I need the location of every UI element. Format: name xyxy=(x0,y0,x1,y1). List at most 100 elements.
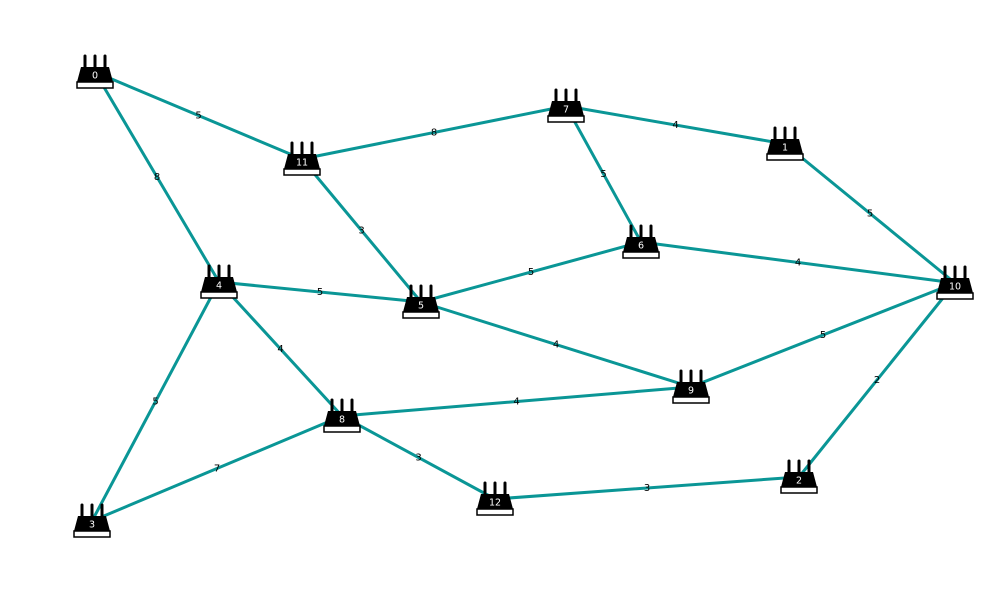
router-base xyxy=(323,425,361,433)
router-body xyxy=(781,472,817,487)
router-base xyxy=(283,168,321,176)
edge-weight-label: 5 xyxy=(600,169,606,180)
edge-4-8 xyxy=(217,280,344,418)
router-node-11: 11 xyxy=(283,141,321,176)
edge-weight-label: 8 xyxy=(154,172,160,183)
edge-weight-label: 4 xyxy=(795,258,801,269)
router-icon xyxy=(780,459,818,494)
edge-8-3 xyxy=(90,414,344,523)
edge-weight-label: 4 xyxy=(277,344,283,355)
router-icon xyxy=(402,284,440,319)
edge-weight-label: 8 xyxy=(431,128,437,139)
router-base xyxy=(402,311,440,319)
router-icon xyxy=(73,503,111,538)
edge-4-3 xyxy=(90,280,221,523)
router-node-1: 1 xyxy=(766,126,804,161)
router-body xyxy=(284,154,320,169)
router-body xyxy=(673,382,709,397)
router-base xyxy=(476,508,514,516)
edge-1-10 xyxy=(783,142,957,285)
router-base xyxy=(672,396,710,404)
edge-7-6 xyxy=(564,104,643,244)
router-base xyxy=(73,530,111,538)
router-node-10: 10 xyxy=(936,265,974,300)
router-node-label: 1 xyxy=(782,143,788,154)
edge-weight-label: 2 xyxy=(874,375,880,386)
router-icon xyxy=(323,398,361,433)
router-body xyxy=(74,516,110,531)
router-body xyxy=(623,237,659,252)
router-icon xyxy=(766,126,804,161)
edge-12-2 xyxy=(493,475,801,501)
edges-layer xyxy=(90,70,957,523)
edge-weight-label: 5 xyxy=(152,397,158,408)
router-node-label: 9 xyxy=(688,386,694,397)
router-node-label: 5 xyxy=(418,301,424,312)
router-base xyxy=(547,115,585,123)
router-body xyxy=(767,139,803,154)
router-body xyxy=(477,494,513,509)
router-node-3: 3 xyxy=(73,503,111,538)
edge-11-7 xyxy=(300,104,568,161)
edge-10-9 xyxy=(689,281,957,389)
router-base xyxy=(780,486,818,494)
router-icon xyxy=(76,54,114,89)
edge-4-5 xyxy=(217,280,423,304)
router-node-label: 6 xyxy=(638,241,644,252)
edge-weight-label: 3 xyxy=(358,226,364,237)
router-icon xyxy=(200,264,238,299)
edge-8-12 xyxy=(340,414,497,501)
router-node-2: 2 xyxy=(780,459,818,494)
router-body xyxy=(937,278,973,293)
edge-weight-label: 5 xyxy=(317,287,323,298)
edge-6-10 xyxy=(639,240,957,285)
router-body xyxy=(77,67,113,82)
router-node-7: 7 xyxy=(547,88,585,123)
edge-weight-label: 4 xyxy=(553,340,559,351)
router-node-label: 2 xyxy=(796,476,802,487)
edge-10-2 xyxy=(797,281,957,479)
router-node-9: 9 xyxy=(672,369,710,404)
edge-0-4 xyxy=(93,70,221,284)
router-body xyxy=(324,411,360,426)
router-node-4: 4 xyxy=(200,264,238,299)
edge-weight-label: 4 xyxy=(672,120,678,131)
router-icon xyxy=(672,369,710,404)
router-node-label: 12 xyxy=(489,498,501,509)
router-base xyxy=(76,81,114,89)
router-node-label: 0 xyxy=(92,71,98,82)
router-node-label: 11 xyxy=(296,158,308,169)
router-base xyxy=(936,292,974,300)
router-node-label: 7 xyxy=(563,105,569,116)
router-node-label: 8 xyxy=(339,415,345,426)
edge-weight-label: 5 xyxy=(867,209,873,220)
edge-weight-label: 5 xyxy=(195,111,201,122)
router-icon xyxy=(476,481,514,516)
router-icon xyxy=(622,224,660,259)
edge-weight-label: 5 xyxy=(820,330,826,341)
router-base xyxy=(766,153,804,161)
edge-0-11 xyxy=(93,70,304,161)
router-icon xyxy=(936,265,974,300)
router-node-8: 8 xyxy=(323,398,361,433)
router-node-0: 0 xyxy=(76,54,114,89)
router-node-5: 5 xyxy=(402,284,440,319)
edge-5-9 xyxy=(419,300,693,389)
router-base xyxy=(622,251,660,259)
router-body xyxy=(548,101,584,116)
router-body xyxy=(403,297,439,312)
edge-11-5 xyxy=(300,157,423,304)
router-icon xyxy=(547,88,585,123)
router-node-label: 4 xyxy=(216,281,222,292)
edge-6-5 xyxy=(419,240,643,304)
edge-8-9 xyxy=(340,385,693,418)
router-body xyxy=(201,277,237,292)
router-icon xyxy=(283,141,321,176)
edge-weight-label: 7 xyxy=(214,464,220,475)
router-node-6: 6 xyxy=(622,224,660,259)
edge-weight-label: 5 xyxy=(528,267,534,278)
